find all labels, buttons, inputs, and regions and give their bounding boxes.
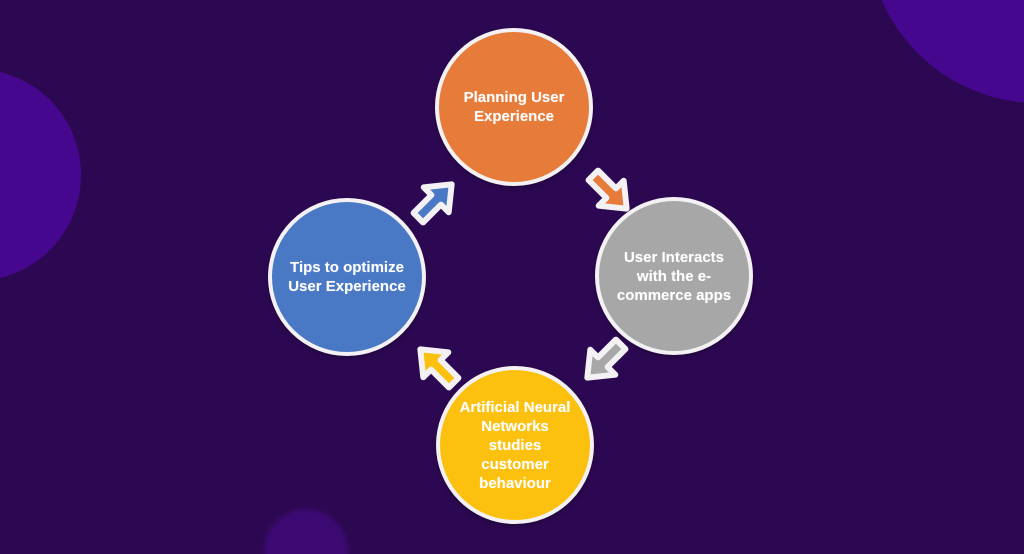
label-line: Networks	[481, 417, 549, 435]
label-line: commerce apps	[616, 286, 732, 304]
arrow-tips-to-planning	[400, 166, 469, 235]
cycle-node-ann: Artificial Neural Networks studies custo…	[436, 366, 594, 524]
node-interact-label: User Interacts with the e- commerce apps	[606, 248, 742, 305]
block-arrow-icon	[584, 336, 629, 381]
cycle-node-tips: Tips to optimize User Experience	[268, 198, 426, 356]
label-line: User Interacts	[623, 248, 725, 266]
label-line: with the e-	[636, 267, 712, 285]
arrow-planning-to-interact	[575, 157, 644, 226]
label-line: Tips to optimize	[290, 259, 404, 276]
block-arrow-icon	[585, 167, 630, 212]
decor-blob-top-right	[868, 0, 1024, 103]
arrow-interact-to-ann	[569, 326, 638, 395]
label-line: studies	[488, 436, 542, 454]
label-line: Experience	[473, 108, 555, 125]
decor-blob-bottom	[264, 509, 348, 554]
node-tips-label: Tips to optimize User Experience	[279, 258, 415, 296]
cycle-node-planning: Planning User Experience	[435, 28, 593, 186]
block-arrow-icon	[417, 346, 462, 391]
label-line: Artificial Neural	[459, 398, 571, 416]
label-line: Planning User	[463, 89, 565, 106]
arrow-ann-to-tips	[402, 331, 471, 400]
node-ann-label: Artificial Neural Networks studies custo…	[447, 398, 583, 493]
node-planning-label: Planning User Experience	[446, 88, 582, 126]
block-arrow-icon	[410, 181, 455, 226]
decor-blob-left	[0, 69, 81, 281]
label-line: customer	[481, 455, 549, 473]
label-line: behaviour	[479, 474, 551, 492]
label-line: User Experience	[288, 278, 406, 295]
cycle-node-interact: User Interacts with the e- commerce apps	[595, 197, 753, 355]
